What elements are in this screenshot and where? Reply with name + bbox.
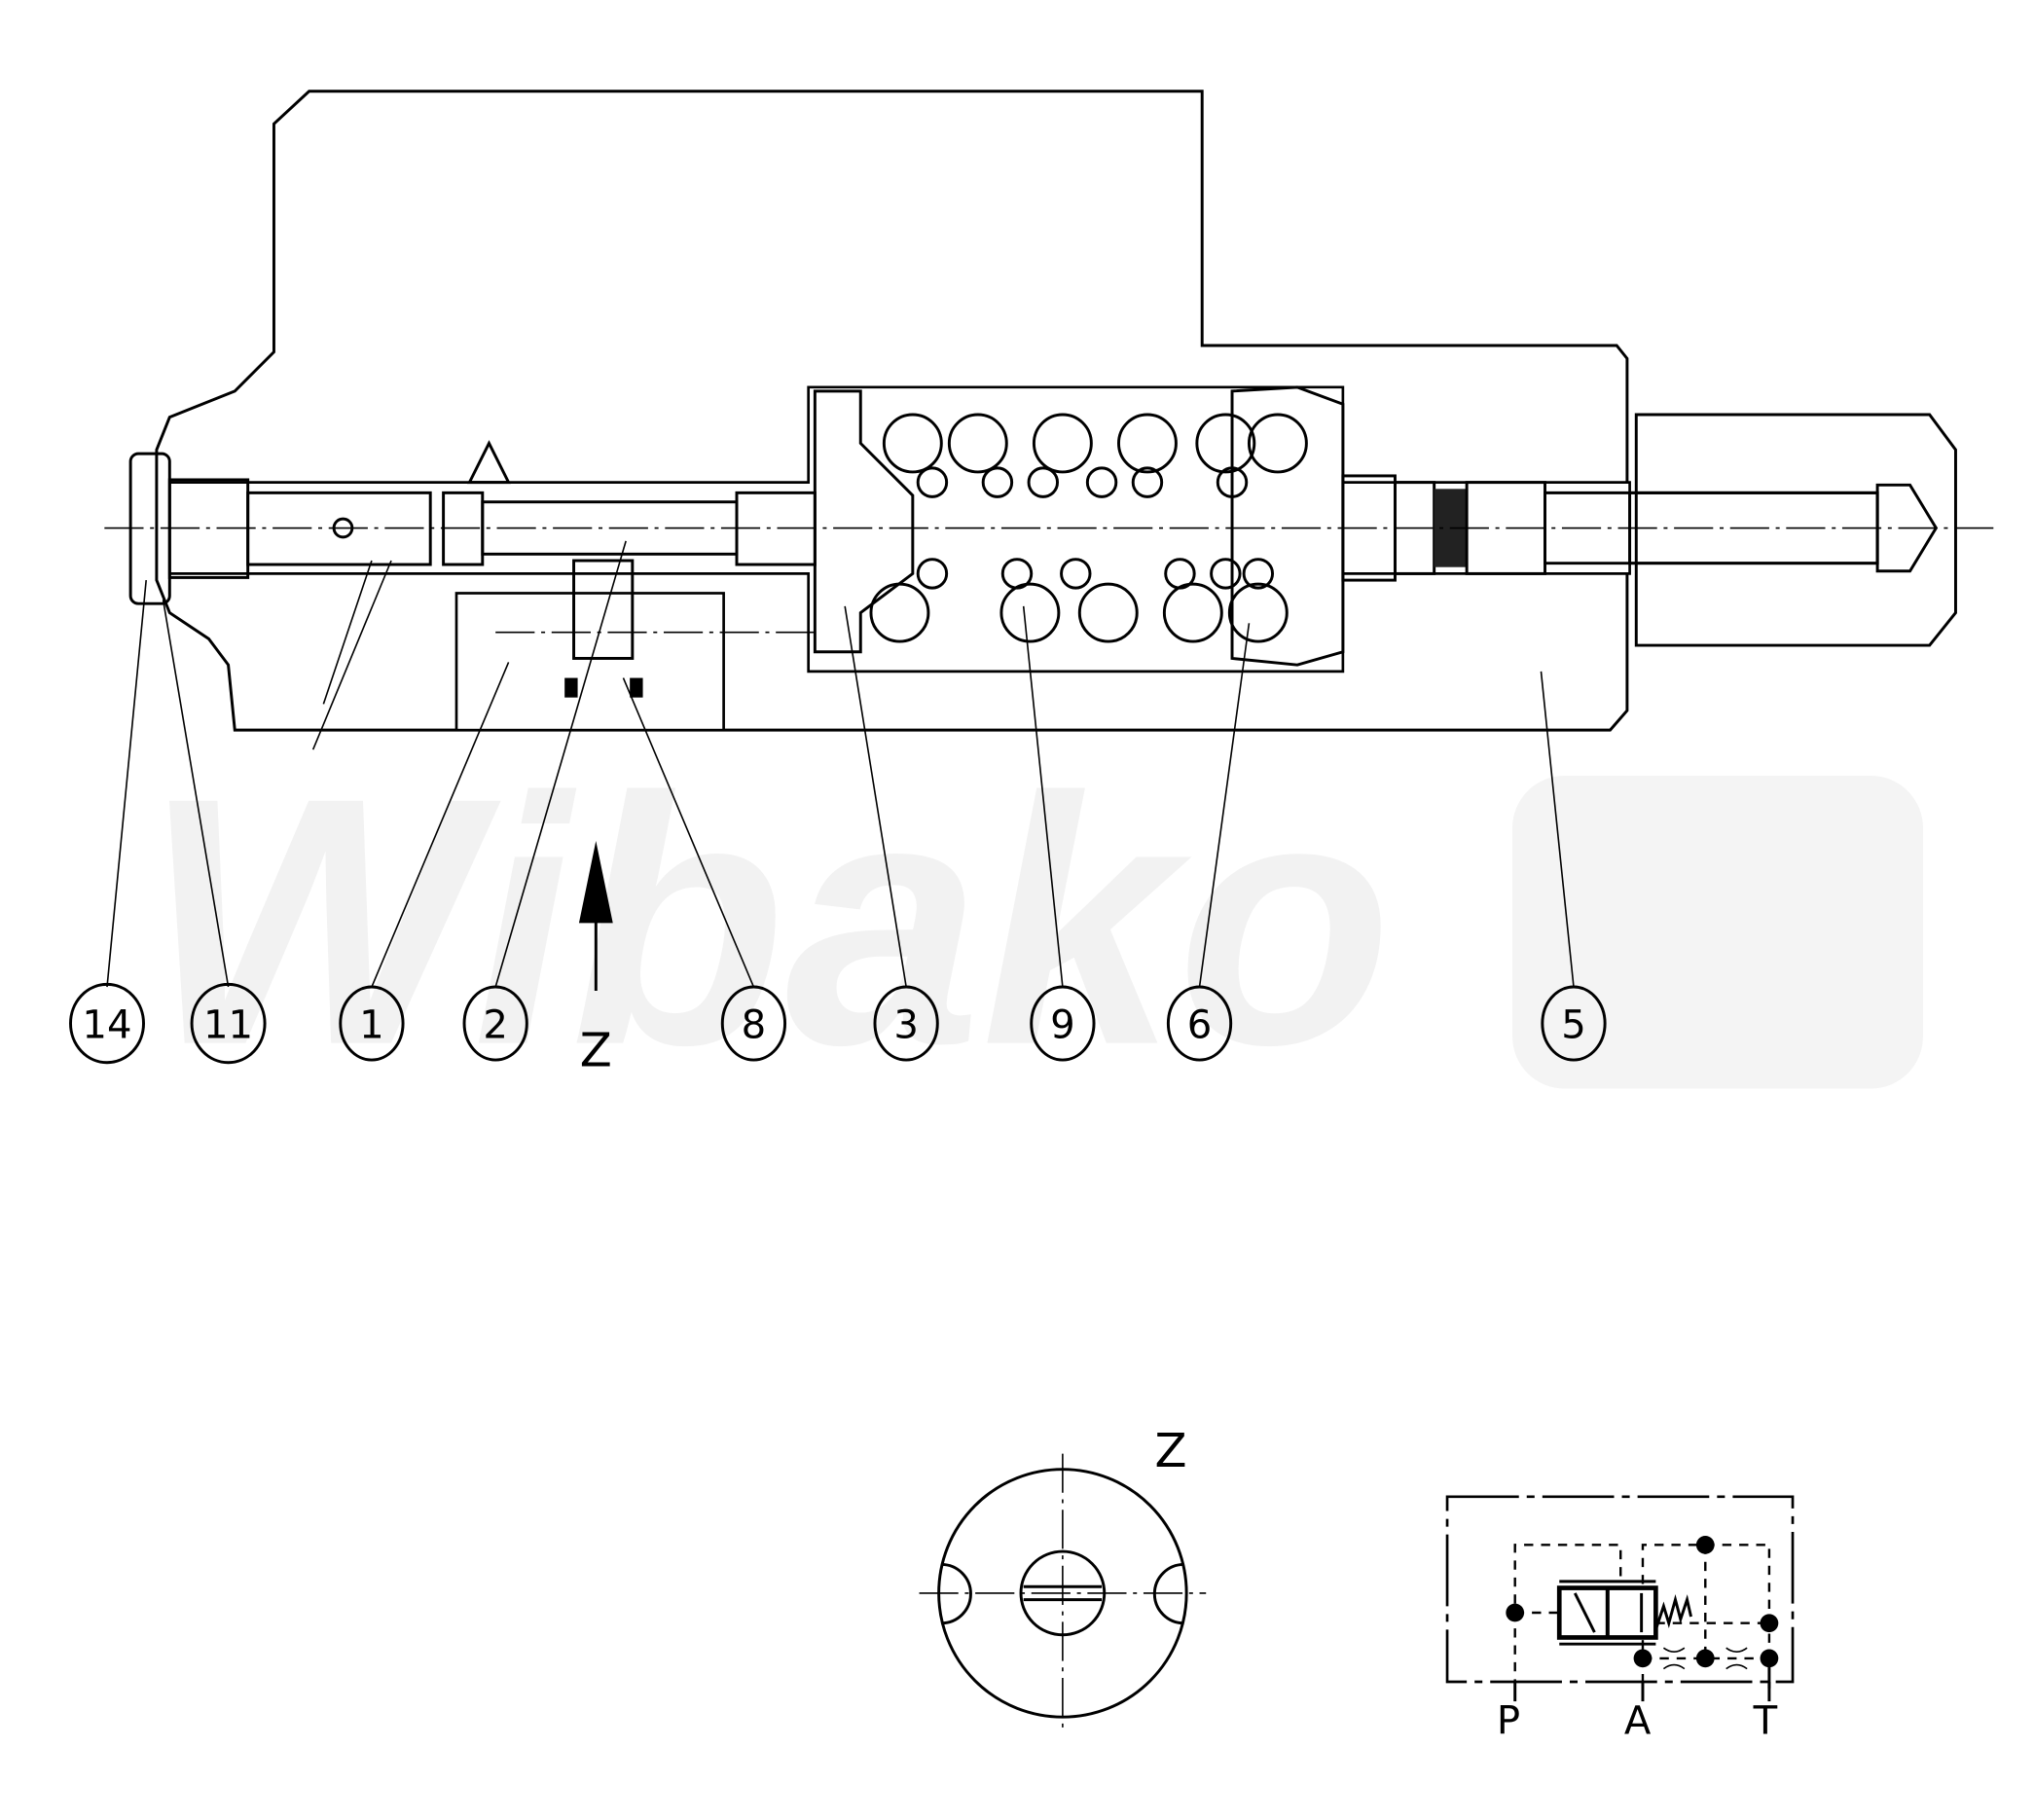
balloon-1: 1 [339, 985, 405, 1062]
port-junction [1506, 1603, 1525, 1622]
balloon-11: 11 [190, 982, 267, 1065]
balloon-label: 5 [1561, 1002, 1586, 1047]
spring-inner [916, 466, 1275, 590]
view-z-title: Z [1155, 1424, 1187, 1478]
balloon-label: 6 [1187, 1002, 1213, 1047]
spool-bore [167, 385, 1631, 673]
balloon-label: 9 [1050, 1002, 1075, 1047]
balloon-label: 14 [82, 1002, 131, 1047]
view-z: Z [919, 1424, 1207, 1734]
balloon-label: 1 [359, 1002, 384, 1047]
spring-outer [869, 413, 1308, 643]
view-arrow: Z [578, 841, 613, 1078]
balloon-3: 3 [873, 985, 939, 1062]
plug [564, 559, 643, 698]
view-arrow-label: Z [580, 1024, 612, 1078]
watermark-badge [1512, 776, 1923, 1089]
port-p-label: P [1497, 1699, 1520, 1744]
port-junction [1695, 1535, 1715, 1554]
balloon-8: 8 [720, 985, 787, 1062]
balloon-label: 8 [742, 1002, 767, 1047]
valve-housing [155, 90, 1631, 750]
leader-lines [106, 540, 1575, 988]
balloon-label: 2 [483, 1002, 508, 1047]
balloon-14: 14 [69, 982, 145, 1065]
balloon-9: 9 [1030, 985, 1096, 1062]
port-junction [1760, 1614, 1779, 1633]
balloon-5: 5 [1541, 985, 1607, 1062]
balloon-label: 11 [203, 1002, 253, 1047]
spring-cap [1230, 385, 1345, 667]
port-a-label: A [1624, 1699, 1652, 1744]
port-junction [1695, 1649, 1715, 1668]
balloon-2: 2 [462, 985, 528, 1062]
balloon-label: 3 [893, 1002, 919, 1047]
port-junction [1633, 1649, 1653, 1668]
port-t-label: T [1753, 1699, 1778, 1744]
balloon-6: 6 [1166, 985, 1233, 1062]
spring-seat [813, 389, 915, 654]
lock-nut [1628, 413, 1957, 647]
hydraulic-symbol: P A T [1445, 1495, 1795, 1744]
port-junction [1760, 1649, 1779, 1668]
